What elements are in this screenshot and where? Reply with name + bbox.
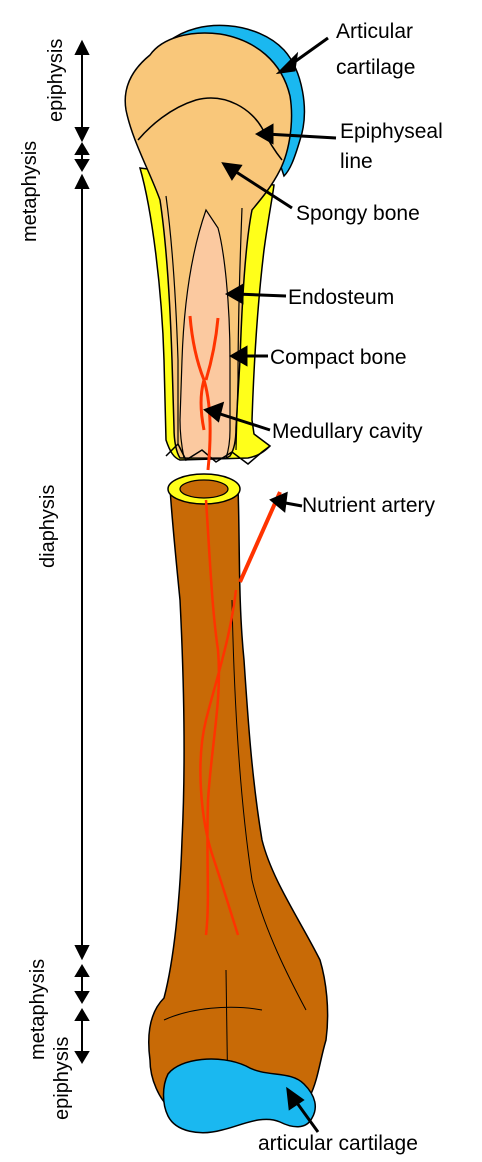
label-metaphysis-bottom: metaphysis bbox=[27, 959, 49, 1060]
region-brackets bbox=[76, 42, 88, 1062]
label-epiphyseal-line-1: Epiphyseal bbox=[340, 120, 443, 143]
label-metaphysis-top: metaphysis bbox=[19, 141, 41, 242]
label-articular-cartilage-top-2: cartilage bbox=[336, 56, 415, 79]
label-nutrient-artery: Nutrient artery bbox=[302, 494, 436, 517]
label-epiphysis-top: epiphysis bbox=[45, 39, 67, 122]
label-endosteum: Endosteum bbox=[288, 286, 394, 309]
nutrient-artery bbox=[240, 492, 280, 582]
label-compact-bone: Compact bone bbox=[270, 346, 407, 369]
label-medullary-cavity: Medullary cavity bbox=[272, 420, 423, 443]
label-articular-cartilage-top-1: Articular bbox=[336, 20, 413, 43]
label-spongy-bone: Spongy bone bbox=[296, 202, 420, 225]
label-articular-cartilage-bottom: articular cartilage bbox=[258, 1132, 418, 1155]
lower-bone-section bbox=[149, 474, 328, 1133]
label-diaphysis: diaphysis bbox=[37, 485, 59, 568]
diaphysis-shaft bbox=[149, 488, 328, 1113]
upper-bone-section bbox=[125, 33, 291, 470]
label-epiphyseal-line-2: line bbox=[340, 150, 373, 173]
label-epiphysis-bottom: epiphysis bbox=[51, 1037, 73, 1120]
